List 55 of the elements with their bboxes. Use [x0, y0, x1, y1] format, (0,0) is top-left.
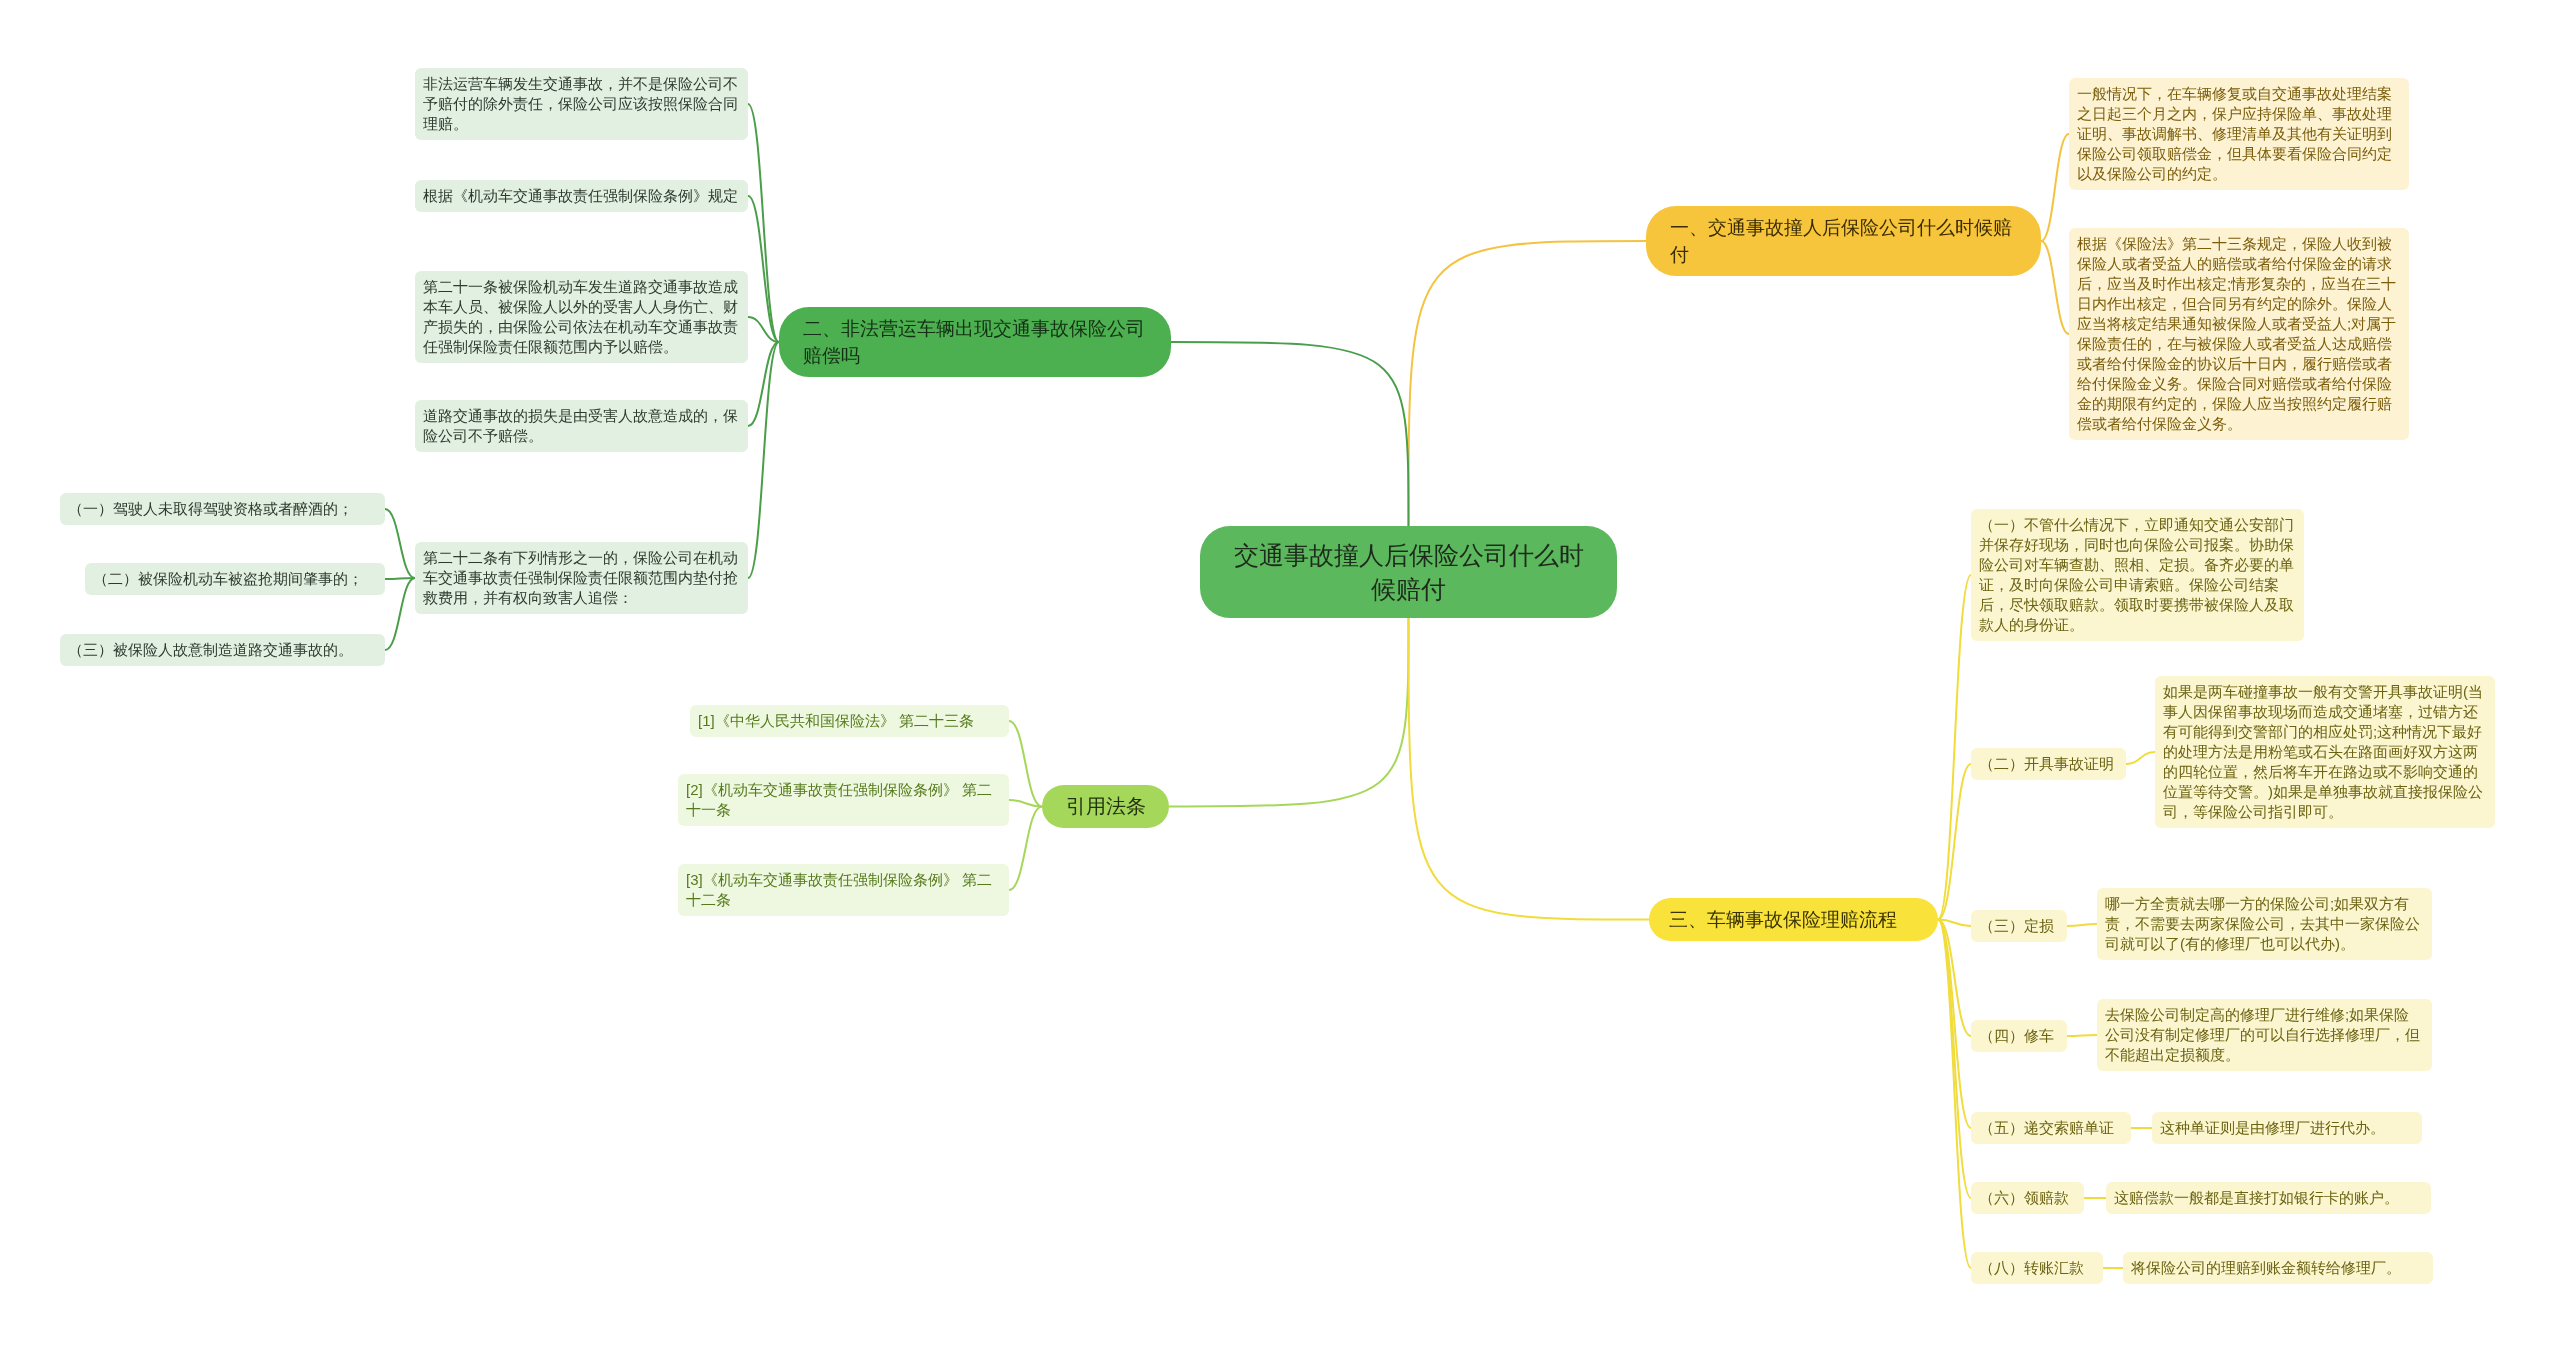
- text-card: 第二十一条被保险机动车发生道路交通事故造成本车人员、被保险人以外的受害人人身伤亡、财产损失的，由保险公司依法在机动车交通事故责任强制保险责任限额范围内予以赔偿。: [415, 271, 748, 363]
- text-card: [2]《机动车交通事故责任强制保险条例》 第二十一条: [678, 774, 1009, 826]
- text-card: 这赔偿款一般都是直接打如银行卡的账户。: [2106, 1182, 2431, 1214]
- text-card: （二）开具事故证明: [1971, 748, 2126, 780]
- text-card: 哪一方全责就去哪一方的保险公司;如果双方有责，不需要去两家保险公司，去其中一家保险公司就可以了(有的修理厂也可以代办)。: [2097, 888, 2432, 960]
- connector-line: [2102, 1267, 2124, 1269]
- connector-line: [2040, 133, 2070, 242]
- text-card: （五）递交索赔单证: [1971, 1112, 2131, 1144]
- connector-line: [2130, 1127, 2153, 1129]
- connector-line: [1937, 918, 1972, 1199]
- connector-line: [2040, 240, 2070, 335]
- connector-line: [1407, 617, 1650, 921]
- connector-line: [1937, 763, 1972, 921]
- connector-line: [747, 341, 780, 579]
- connector-line: [1937, 574, 1972, 921]
- connector-line: [384, 508, 416, 579]
- text-card: 一般情况下，在车辆修复或自交通事故处理结案之日起三个月之内，保户应持保险单、事故处理证明、事故调解书、修理清单及其他有关证明到保险公司领取赔偿金，但具体要看保险合同约定以及保险公司的约定。: [2069, 78, 2409, 190]
- branch-topic: 一、交通事故撞人后保险公司什么时候赔付: [1646, 206, 2041, 276]
- text-card: （四）修车: [1971, 1020, 2067, 1052]
- text-card: 这种单证则是由修理厂进行代办。: [2152, 1112, 2422, 1144]
- text-card: 去保险公司制定高的修理厂进行维修;如果保险公司没有制定修理厂的可以自行选择修理厂，但不能超出定损额度。: [2097, 999, 2432, 1071]
- text-card: 根据《保险法》第二十三条规定，保险人收到被保险人或者受益人的赔偿或者给付保险金的请求后，应当及时作出核定;情形复杂的，应当在三十日内作出核定，但合同另有约定的除外。保险人应当将核定结果通知被保险人或者受益人;对属于保险责任的，在与被保险人或者受益人达成赔偿或者给付保险金的协议后十日内，履行赔偿或者给付保险金义务。保险合同对赔偿或者给付保险金的期限有约定的，保险人应当按照约定履行赔偿或者给付保险金义务。: [2069, 228, 2409, 440]
- text-card: （六）领赔款: [1971, 1182, 2084, 1214]
- connector-line: [1008, 799, 1043, 808]
- connector-line: [1168, 617, 1410, 808]
- text-card: 第二十二条有下列情形之一的，保险公司在机动车交通事故责任强制保险责任限额范围内垫付抢救费用，并有权向致害人追偿：: [415, 542, 748, 614]
- central-topic: 交通事故撞人后保险公司什么时候赔付: [1200, 526, 1617, 618]
- text-card: 将保险公司的理赔到账金额转给修理厂。: [2123, 1252, 2433, 1284]
- branch-topic: 三、车辆事故保险理赔流程: [1649, 898, 1938, 941]
- connector-line: [1407, 240, 1647, 527]
- connector-line: [1008, 805, 1043, 891]
- connector-line: [2125, 751, 2156, 765]
- connector-line: [1170, 341, 1410, 527]
- connector-line: [2066, 1034, 2098, 1037]
- connector-line: [384, 577, 416, 651]
- connector-line: [747, 341, 780, 427]
- text-card: 非法运营车辆发生交通事故，并不是保险公司不予赔付的除外责任，保险公司应该按照保险合同理赔。: [415, 68, 748, 140]
- branch-topic: 引用法条: [1042, 785, 1169, 828]
- text-card: （一）不管什么情况下，立即通知交通公安部门并保存好现场，同时也向保险公司报案。协助保险公司对车辆查勘、照相、定损。备齐必要的单证，及时向保险公司申请索赔。保险公司结案后，尽快领取赔款。领取时要携带被保险人及取款人的身份证。: [1971, 509, 2304, 641]
- text-card: [1]《中华人民共和国保险法》 第二十三条: [690, 705, 1009, 737]
- text-card: [3]《机动车交通事故责任强制保险条例》 第二十二条: [678, 864, 1009, 916]
- text-card: （三）定损: [1971, 910, 2067, 942]
- text-card: 根据《机动车交通事故责任强制保险条例》规定: [415, 180, 748, 212]
- connector-line: [2066, 923, 2098, 927]
- text-card: （三）被保险人故意制造道路交通事故的。: [60, 634, 385, 666]
- connector-line: [747, 195, 780, 343]
- connector-line: [2083, 1197, 2107, 1199]
- text-card: 如果是两车碰撞事故一般有交警开具事故证明(当事人因保留事故现场而造成交通堵塞，过错方还有可能得到交警部门的相应处罚;这种情况下最好的处理方法是用粉笔或石头在路面画好双方这两的四轮位置，然后将车开在路边或不影响交通的位置等待交警。)如果是单独事故就直接报保险公司，等保险公司指引即可。: [2155, 676, 2495, 828]
- text-card: （二）被保险机动车被盗抢期间肇事的；: [85, 563, 385, 595]
- connector-line: [1937, 918, 1972, 1269]
- text-card: （八）转账汇款: [1971, 1252, 2103, 1284]
- connector-line: [747, 316, 780, 343]
- text-card: （一）驾驶人未取得驾驶资格或者醉酒的；: [60, 493, 385, 525]
- branch-topic: 二、非法营运车辆出现交通事故保险公司赔偿吗: [779, 307, 1171, 377]
- text-card: 道路交通事故的损失是由受害人故意造成的，保险公司不予赔偿。: [415, 400, 748, 452]
